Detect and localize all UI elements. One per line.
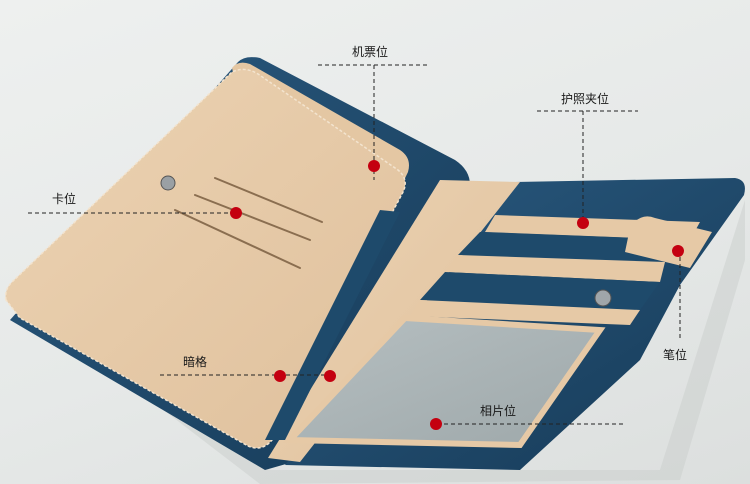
callout-label-pen: 笔位 [663, 348, 688, 362]
marker-photo [430, 418, 442, 430]
callout-label-photo: 相片位 [480, 404, 517, 418]
callout-markers [230, 160, 684, 430]
marker-pen [672, 245, 684, 257]
marker-ticket [368, 160, 380, 172]
card-panel [4, 68, 406, 449]
callout-label-ticket: 机票位 [352, 45, 389, 59]
wallet-shadow [20, 200, 745, 484]
snap-button-left [160, 175, 176, 191]
pen-loop [625, 216, 712, 268]
photo-window [283, 314, 606, 449]
marker-hidden-1 [274, 370, 286, 382]
hidden-pocket-strip [265, 210, 400, 440]
marker-passport [577, 217, 589, 229]
snap-button-right [594, 289, 612, 307]
callout-label-hidden: 暗格 [183, 355, 208, 369]
spine-beige [268, 180, 520, 462]
marker-hidden-2 [324, 370, 336, 382]
card-slots [174, 177, 323, 269]
callout-label-passport: 护照夹位 [561, 92, 610, 106]
marker-card [230, 207, 242, 219]
callout-label-card: 卡位 [52, 192, 77, 206]
callout-lines [28, 64, 681, 425]
